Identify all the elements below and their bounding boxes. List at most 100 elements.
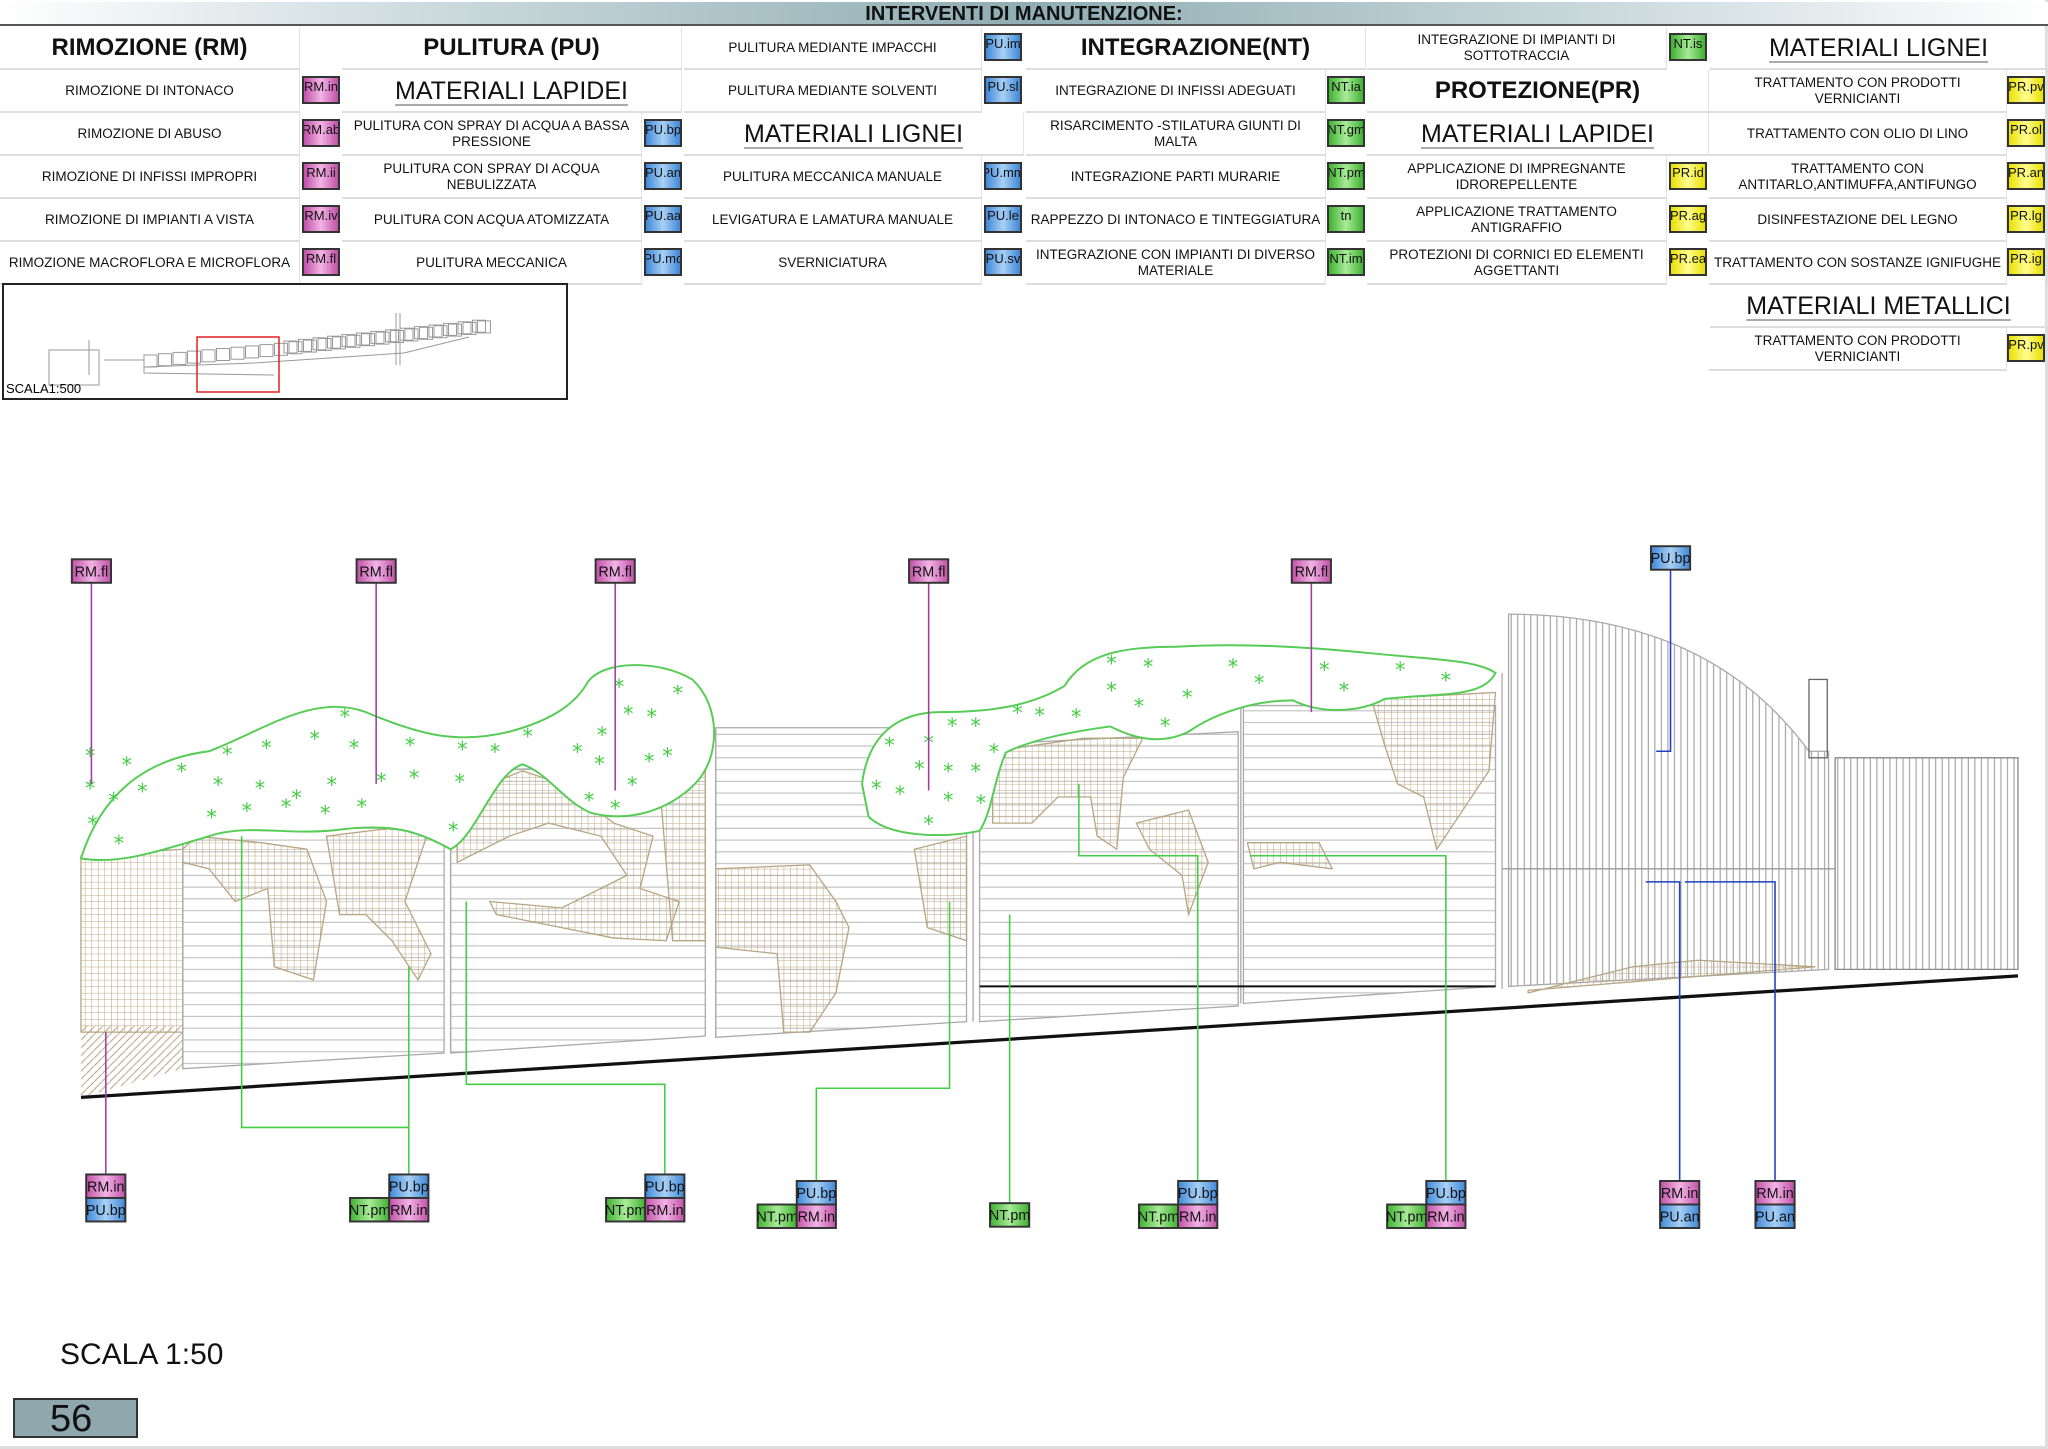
legend-item-text: PULITURA MEDIANTE IMPACCHI bbox=[728, 39, 937, 55]
vegetation-marker-icon: * bbox=[409, 766, 419, 790]
legend-item-text: APPLICAZIONE TRATTAMENTO ANTIGRAFFIO bbox=[1416, 203, 1617, 235]
legend-item: INTEGRAZIONE DI INFISSI ADEGUATI bbox=[1026, 70, 1326, 113]
legend-header-protezione: PROTEZIONE(PR) bbox=[1367, 70, 1709, 113]
legend-header-rimozione-text: RIMOZIONE (RM) bbox=[51, 33, 248, 61]
legend-code-badge: NT.pm bbox=[1327, 162, 1365, 190]
intervention-tag-code: NT.pm bbox=[1138, 1209, 1180, 1225]
intervention-tag: RM.in bbox=[388, 1196, 430, 1223]
legend-item-text: SVERNICIATURA bbox=[778, 254, 887, 270]
vegetation-marker-icon: * bbox=[943, 788, 953, 812]
intervention-tag-code: NT.pm bbox=[989, 1208, 1031, 1224]
legend-code-badge: PU.im bbox=[984, 33, 1022, 61]
intervention-tag: NT.pm bbox=[756, 1203, 798, 1229]
vegetation-areas: ****************************************… bbox=[79, 644, 1497, 862]
legend-item-text: PULITURA MECCANICA MANUALE bbox=[722, 168, 943, 184]
vegetation-marker-icon: * bbox=[281, 795, 291, 819]
legend-code-badge: PR.pv bbox=[2007, 76, 2045, 104]
legend-item-text: INTEGRAZIONE PARTI MURARIE bbox=[1070, 168, 1281, 184]
intervention-tag-code: PU.bp bbox=[1651, 551, 1691, 567]
key-map-highlight bbox=[196, 336, 280, 393]
legend-item-text: TRATTAMENTO CON ANTITARLO,ANTIMUFFA,ANTI… bbox=[1738, 160, 1977, 192]
vegetation-marker-icon: * bbox=[1160, 714, 1170, 738]
intervention-tag: PU.an bbox=[1754, 1203, 1796, 1229]
legend-item: RIMOZIONE DI INFISSI IMPROPRI bbox=[0, 156, 300, 199]
vegetation-marker-icon: * bbox=[1319, 658, 1329, 682]
legend-item: APPLICAZIONE DI IMPREGNANTE IDROREPELLEN… bbox=[1367, 156, 1667, 199]
key-map-drawing bbox=[48, 313, 491, 393]
legend-code-badge: PU.aa bbox=[644, 205, 682, 233]
legend-item-text: DISINFESTAZIONE DEL LEGNO bbox=[1757, 211, 1958, 227]
legend-code-badge: NT.gm bbox=[1327, 119, 1365, 147]
legend-item-text: PULITURA MEDIANTE SOLVENTI bbox=[727, 82, 938, 98]
legend-code-badge: NT.im bbox=[1327, 248, 1365, 276]
legend-code-badge: RM.iv bbox=[302, 205, 340, 233]
legend-item: RIMOZIONE DI INTONACO bbox=[0, 70, 300, 113]
legend-code-badge: PR.ea bbox=[1669, 248, 1707, 276]
legend-code-badge: PU.le bbox=[984, 205, 1022, 233]
intervention-tag: RM.in bbox=[1754, 1180, 1796, 1206]
legend-item: RIMOZIONE DI IMPIANTI A VISTA bbox=[0, 199, 300, 242]
vegetation-marker-icon: * bbox=[222, 743, 232, 767]
vegetation-marker-icon: * bbox=[1106, 651, 1116, 675]
vegetation-marker-icon: * bbox=[644, 749, 654, 773]
vegetation-marker-icon: * bbox=[121, 753, 131, 777]
legend-item-text: TRATTAMENTO CON SOSTANZE IGNIFUGHE bbox=[1713, 254, 2001, 270]
vegetation-marker-icon: * bbox=[1339, 679, 1349, 703]
legend-item: RISARCIMENTO -STILATURA GIUNTI DI MALTA bbox=[1026, 113, 1326, 156]
legend-header-rimozione: RIMOZIONE (RM) bbox=[0, 27, 300, 70]
legend-item: INTEGRAZIONE DI IMPIANTI DI SOTTOTRACCIA bbox=[1367, 27, 1667, 70]
legend-item: DISINFESTAZIONE DEL LEGNO bbox=[1709, 199, 2007, 242]
intervention-tag-code: RM.fl bbox=[598, 564, 632, 580]
vegetation-marker-icon: * bbox=[970, 760, 980, 784]
vegetation-marker-icon: * bbox=[448, 818, 458, 842]
intervention-tag-code: NT.pm bbox=[1386, 1209, 1428, 1225]
leader-lines bbox=[90, 568, 1776, 1209]
intervention-tag-code: RM.in bbox=[1756, 1186, 1794, 1202]
vegetation-marker-icon: * bbox=[376, 769, 386, 793]
vegetation-marker-icon: * bbox=[1395, 658, 1405, 682]
vegetation-marker-icon: * bbox=[114, 832, 124, 856]
intervention-tag: RM.fl bbox=[70, 558, 112, 584]
vegetation-marker-icon: * bbox=[610, 796, 620, 820]
vegetation-marker-icon: * bbox=[88, 812, 98, 836]
legend-header-pulitura-text: PULITURA (PU) bbox=[423, 33, 600, 61]
vegetation-marker-icon: * bbox=[1034, 704, 1044, 728]
legend-code-badge: PU.mc bbox=[644, 248, 682, 276]
legend-item: PULITURA MECCANICA MANUALE bbox=[684, 156, 982, 199]
vegetation-marker-icon: * bbox=[213, 773, 223, 797]
legend-item-text: INTEGRAZIONE CON IMPIANTI DI DIVERSO MAT… bbox=[1035, 246, 1316, 278]
legend-item: PULITURA MEDIANTE IMPACCHI bbox=[684, 27, 982, 70]
vegetation-marker-icon: * bbox=[943, 760, 953, 784]
legend-code-badge: RM.ii bbox=[302, 162, 340, 190]
intervention-tag-code: RM.in bbox=[646, 1203, 684, 1219]
page-number: 56 bbox=[13, 1398, 138, 1438]
vegetation-marker-icon: * bbox=[662, 744, 672, 768]
legend-item: PROTEZIONI DI CORNICI ED ELEMENTI AGGETT… bbox=[1367, 242, 1667, 285]
vegetation-marker-icon: * bbox=[1441, 668, 1451, 692]
vegetation-marker-icon: * bbox=[176, 760, 186, 784]
legend-item: TRATTAMENTO CON PRODOTTI VERNICIANTI bbox=[1709, 328, 2007, 371]
vegetation-marker-icon: * bbox=[1254, 671, 1264, 695]
legend-item-text: RIMOZIONE DI INFISSI IMPROPRI bbox=[41, 168, 258, 184]
intervention-tag: NT.pm bbox=[1138, 1203, 1180, 1229]
vegetation-marker-icon: * bbox=[85, 777, 95, 801]
legend-item: SVERNICIATURA bbox=[684, 242, 982, 285]
legend-item-text: TRATTAMENTO CON OLIO DI LINO bbox=[1746, 125, 1969, 141]
legend-item-text: APPLICAZIONE DI IMPREGNANTE IDROREPELLEN… bbox=[1407, 160, 1626, 192]
legend-item-text: INTEGRAZIONE DI INFISSI ADEGUATI bbox=[1055, 82, 1296, 98]
vegetation-marker-icon: * bbox=[594, 752, 604, 776]
legend-code-badge: NT.ia bbox=[1327, 76, 1365, 104]
legend-code-badge: PR.ig bbox=[2007, 248, 2045, 276]
intervention-tag: PU.an bbox=[1659, 1203, 1701, 1229]
legend-item-text: PULITURA CON SPRAY DI ACQUA A BASSA PRES… bbox=[353, 117, 630, 149]
intervention-tag-code: NT.pm bbox=[605, 1203, 647, 1219]
vegetation-marker-icon: * bbox=[206, 805, 216, 829]
intervention-tag-code: PU.an bbox=[1660, 1209, 1700, 1225]
vegetation-marker-icon: * bbox=[455, 770, 465, 794]
vegetation-marker-icon: * bbox=[490, 740, 500, 764]
legend-item: PULITURA CON ACQUA ATOMIZZATA bbox=[342, 199, 642, 242]
legend-code-badge: tn bbox=[1327, 205, 1365, 233]
legend-item: PULITURA MEDIANTE SOLVENTI bbox=[684, 70, 982, 113]
legend-subheader: MATERIALI LAPIDEI bbox=[1367, 113, 1709, 156]
